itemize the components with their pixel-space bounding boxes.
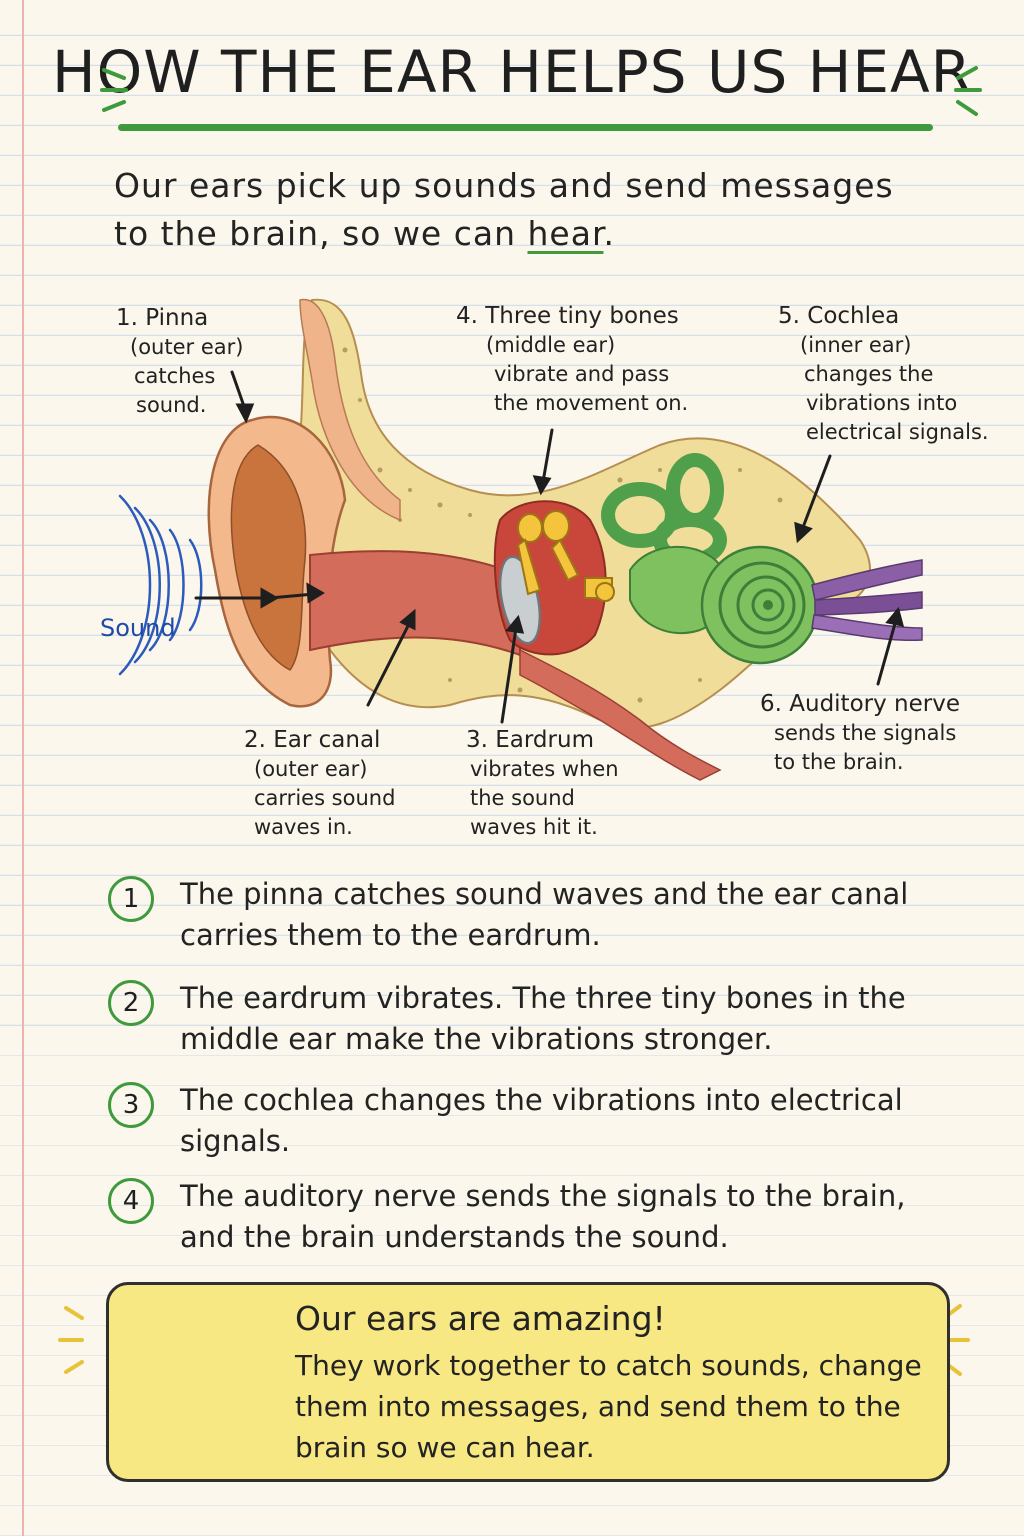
notebook-margin-line: [22, 0, 24, 1536]
ossicles: [516, 510, 615, 602]
step-number-badge: 4: [108, 1178, 154, 1224]
note-title: Our ears are amazing!: [295, 1299, 666, 1338]
step-text: The eardrum vibrates. The three tiny bon…: [180, 981, 906, 1056]
cochlea: [700, 545, 820, 665]
skin-layer: [299, 298, 401, 522]
intro-text: Our ears pick up sounds and send message…: [114, 166, 894, 253]
callout-three-tiny-bones: 4. Three tiny bones (middle ear) vibrate…: [456, 303, 689, 415]
callout-cochlea: 5. Cochlea (inner ear) changes the vibra…: [778, 303, 989, 444]
hear-highlight: hear: [527, 214, 604, 253]
callout-eardrum: 3. Eardrum vibrates when the sound waves…: [466, 727, 619, 839]
summary-note-box: Our ears are amazing! They work together…: [106, 1282, 950, 1482]
step-number-badge: 2: [108, 980, 154, 1026]
sound-waves-icon: [118, 494, 203, 676]
sound-label: Sound: [100, 614, 176, 642]
title-sparkle-right-icon: [954, 66, 982, 116]
pinna-inner: [230, 444, 307, 671]
auditory-nerve: [811, 559, 923, 642]
callout-auditory-nerve: 6. Auditory nerve sends the signals to t…: [760, 691, 960, 774]
step-text: The pinna catches sound waves and the ea…: [180, 877, 909, 952]
callout-pinna: 1. Pinna (outer ear) catches sound.: [116, 305, 244, 417]
title-sparkle-left-icon: [100, 68, 128, 112]
step-text: The auditory nerve sends the signals to …: [180, 1179, 906, 1254]
note-body: They work together to catch sounds, chan…: [295, 1349, 922, 1464]
page-title: HOW THE EAR HELPS US HEAR: [52, 38, 972, 106]
eustachian-tube: [519, 648, 722, 781]
step-text: The cochlea changes the vibrations into …: [180, 1083, 903, 1158]
step-number-badge: 3: [108, 1082, 154, 1128]
callout-arrows: [194, 370, 905, 724]
title-underline: [118, 124, 933, 131]
step-number-badge: 1: [108, 876, 154, 922]
callout-ear-canal: 2. Ear canal (outer ear) carries sound w…: [244, 727, 396, 839]
